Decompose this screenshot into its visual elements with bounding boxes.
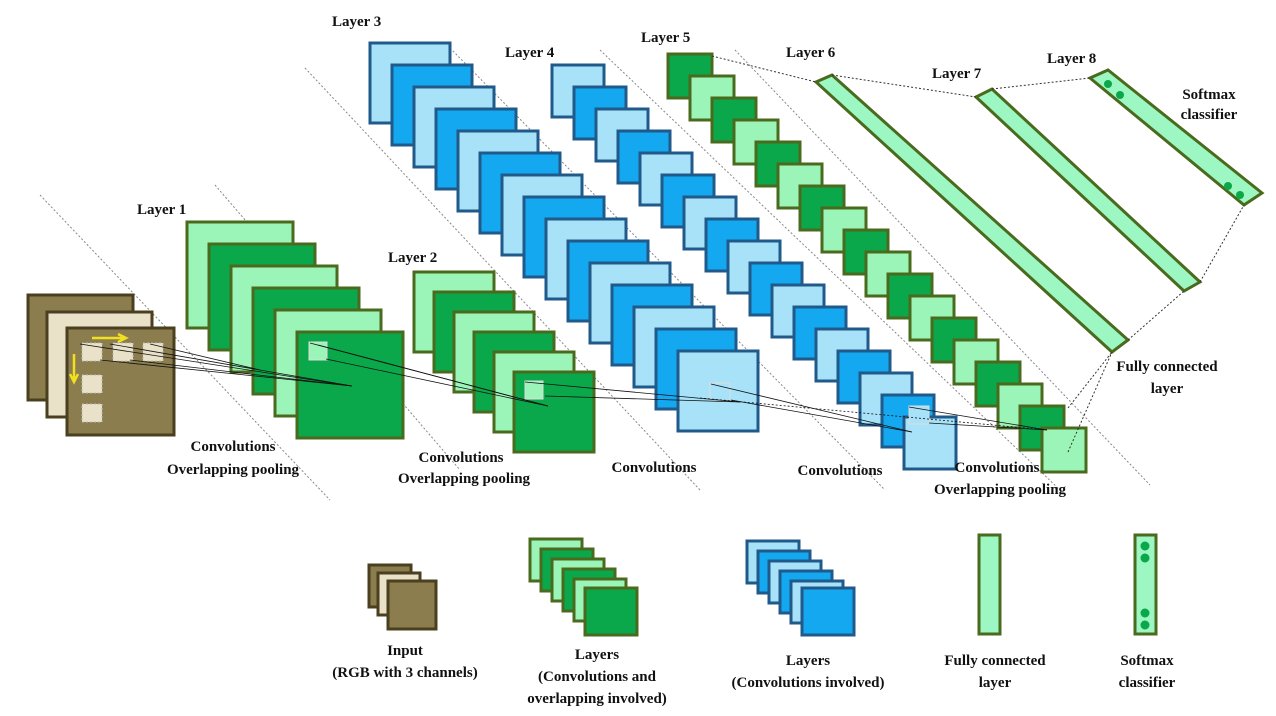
legend: Input (RGB with 3 channels) Layers (Convolu… xyxy=(332,533,1176,707)
feature-map xyxy=(902,415,958,471)
softmax-dot xyxy=(1224,182,1232,190)
layer-label: Layer 5 xyxy=(641,30,690,46)
op-label: Overlapping pooling xyxy=(167,462,300,478)
op-label: Convolutions xyxy=(190,439,275,455)
softmax-dot xyxy=(1236,191,1244,199)
op-label: Convolutions xyxy=(954,460,1039,476)
legend-label: overlapping involved) xyxy=(527,691,667,707)
layer-label: Layer 8 xyxy=(1047,51,1096,67)
layer-label: Layer 7 xyxy=(932,66,982,82)
softmax-bar xyxy=(1087,68,1265,207)
kernel-patch xyxy=(524,380,544,400)
feature-map xyxy=(676,349,760,433)
op-label: Convolutions xyxy=(418,450,503,466)
legend-label: layer xyxy=(979,675,1012,691)
feature-map xyxy=(1040,426,1088,474)
layer-label: Layer 1 xyxy=(137,202,186,218)
kernel-patch xyxy=(908,405,930,425)
softmax-label: Softmax xyxy=(1182,87,1236,103)
kernel-patch xyxy=(81,374,103,394)
legend-label: Input xyxy=(387,643,423,659)
fc-label: Fully connected xyxy=(1116,359,1218,375)
kernel-patch xyxy=(308,341,328,361)
labels: Layer 3 Layer 4 Layer 5 Layer 6 Layer 7 Layer… xyxy=(137,14,1238,498)
layer-4-stack xyxy=(550,63,958,471)
arrow-down-icon xyxy=(68,354,80,385)
layer-label: Layer 2 xyxy=(388,250,437,266)
kernel-patch xyxy=(81,342,103,362)
softmax-dot xyxy=(1116,91,1124,99)
legend-fc-bar xyxy=(977,533,1002,636)
kernel-patch xyxy=(81,403,103,423)
layer-3-stack xyxy=(368,41,760,433)
legend-softmax-bar xyxy=(1133,533,1158,636)
op-label: Convolutions xyxy=(797,463,882,479)
legend-green-map xyxy=(583,586,639,637)
op-label: Overlapping pooling xyxy=(398,471,531,487)
legend-input-channel xyxy=(386,579,438,631)
legend-label: Softmax xyxy=(1120,653,1174,669)
legend-softmax-dot xyxy=(1140,620,1150,630)
legend-label: Layers xyxy=(575,647,619,663)
kernel-patch xyxy=(709,382,731,402)
softmax-dot xyxy=(1104,80,1112,88)
layer-label: Layer 6 xyxy=(786,45,836,61)
op-label: Convolutions xyxy=(611,460,696,476)
legend-blue-map xyxy=(800,586,856,637)
softmax-label: classifier xyxy=(1181,107,1238,123)
legend-label: (Convolutions involved) xyxy=(732,675,885,691)
layer-1-stack xyxy=(185,220,405,440)
connection-lines xyxy=(79,342,1048,433)
separator-lines xyxy=(39,47,1151,501)
legend-softmax-dot xyxy=(1140,608,1150,618)
arrow-right-icon xyxy=(92,332,129,344)
op-label: Overlapping pooling xyxy=(934,482,1067,498)
fc-label: layer xyxy=(1151,381,1184,397)
kernel-patch xyxy=(142,342,164,362)
fc-connection-lines xyxy=(711,55,1245,453)
legend-label: (RGB with 3 channels) xyxy=(332,665,477,681)
layer-2-stack xyxy=(412,270,596,454)
layer-5-stack xyxy=(666,52,1088,474)
legend-softmax-dot xyxy=(1140,553,1150,563)
legend-label: Layers xyxy=(786,653,830,669)
layer-label: Layer 3 xyxy=(332,14,381,30)
legend-label: (Convolutions and xyxy=(538,669,657,685)
legend-label: Fully connected xyxy=(944,653,1046,669)
layer-label: Layer 4 xyxy=(505,45,555,61)
legend-label: classifier xyxy=(1119,675,1176,691)
legend-softmax-dot xyxy=(1140,541,1150,551)
